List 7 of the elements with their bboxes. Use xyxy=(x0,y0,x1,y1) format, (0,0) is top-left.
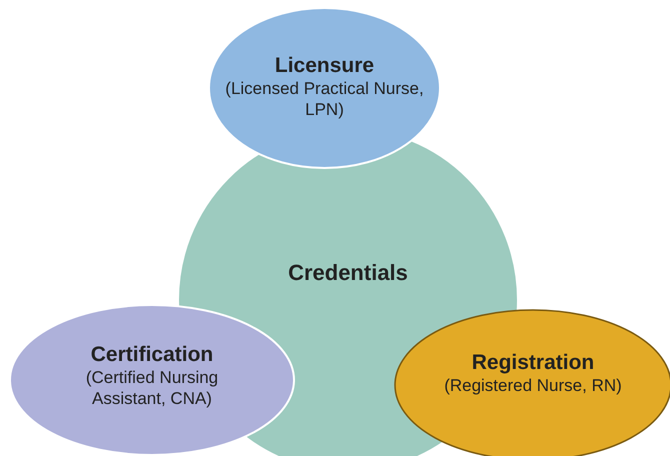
heading: Certification xyxy=(90,342,214,367)
heading: Credentials xyxy=(288,260,408,285)
heading: Registration xyxy=(472,350,594,375)
description-text: (Registered Nurse, RN) xyxy=(444,375,622,396)
description-text: (Certified Nursing Assistant, CNA) xyxy=(84,367,220,409)
description-text: (Licensed Practical Nurse, LPN) xyxy=(224,78,424,120)
heading: Licensure xyxy=(274,53,374,78)
